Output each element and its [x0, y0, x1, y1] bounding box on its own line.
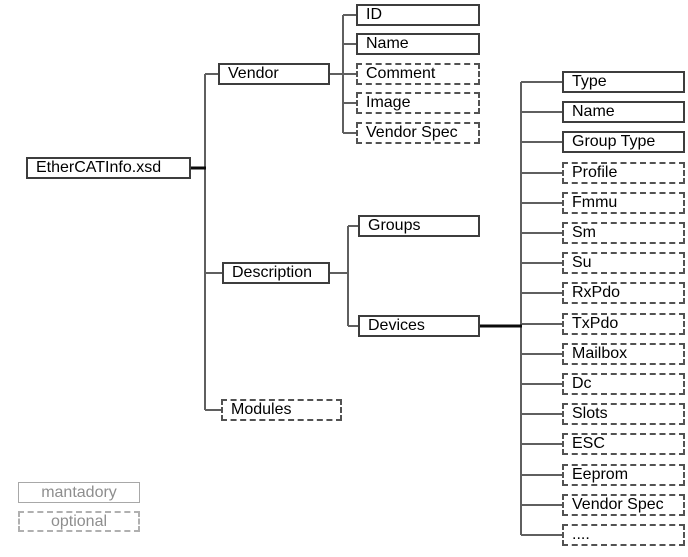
- legend-mandatory: mantadory: [18, 482, 140, 503]
- node-dev-sm: Sm: [562, 222, 685, 244]
- node-dev-vendor-spec: Vendor Spec: [562, 494, 685, 516]
- node-vendor-spec: Vendor Spec: [356, 122, 480, 144]
- node-dev-su: Su: [562, 252, 685, 274]
- node-description-label: Description: [232, 264, 313, 281]
- node-dev-type-label: Type: [572, 73, 607, 90]
- node-dev-su-label: Su: [572, 254, 592, 271]
- node-dev-slots-label: Slots: [572, 405, 608, 422]
- node-dev-fmmu: Fmmu: [562, 192, 685, 214]
- node-ethercatinfo-root: EtherCATInfo.xsd: [26, 157, 191, 179]
- node-image: Image: [356, 92, 480, 114]
- node-modules: Modules: [221, 399, 342, 421]
- node-dev-dc-label: Dc: [572, 375, 592, 392]
- node-dev-group-type: Group Type: [562, 131, 685, 153]
- node-dev-dc: Dc: [562, 373, 685, 395]
- node-dev-rxpdo-label: RxPdo: [572, 284, 621, 301]
- node-dev-name-label: Name: [572, 103, 615, 120]
- node-ethercatinfo-root-label: EtherCATInfo.xsd: [36, 159, 162, 176]
- node-devices: Devices: [358, 315, 480, 337]
- node-dev-vendor-spec-label: Vendor Spec: [572, 496, 664, 513]
- node-dev-ellipsis: ....: [562, 524, 685, 546]
- node-dev-eeprom: Eeprom: [562, 464, 685, 486]
- node-name: Name: [356, 33, 480, 55]
- node-dev-group-type-label: Group Type: [572, 133, 656, 150]
- node-description: Description: [222, 262, 330, 284]
- node-dev-mailbox-label: Mailbox: [572, 345, 628, 362]
- node-dev-eeprom-label: Eeprom: [572, 466, 629, 483]
- node-devices-label: Devices: [368, 317, 425, 334]
- node-name-label: Name: [366, 35, 409, 52]
- node-dev-profile-label: Profile: [572, 164, 618, 181]
- node-dev-mailbox: Mailbox: [562, 343, 685, 365]
- node-dev-txpdo: TxPdo: [562, 313, 685, 335]
- node-id: ID: [356, 4, 480, 26]
- node-dev-esc-label: ESC: [572, 435, 605, 452]
- node-comment-label: Comment: [366, 65, 436, 82]
- node-dev-esc: ESC: [562, 433, 685, 455]
- node-vendor: Vendor: [218, 63, 330, 85]
- legend-optional: optional: [18, 511, 140, 532]
- node-dev-type: Type: [562, 71, 685, 93]
- node-modules-label: Modules: [231, 401, 292, 418]
- node-comment: Comment: [356, 63, 480, 85]
- node-dev-slots: Slots: [562, 403, 685, 425]
- node-image-label: Image: [366, 94, 411, 111]
- node-dev-sm-label: Sm: [572, 224, 596, 241]
- node-groups-label: Groups: [368, 217, 421, 234]
- node-id-label: ID: [366, 6, 382, 23]
- node-vendor-label: Vendor: [228, 65, 279, 82]
- legend-mandatory-label: mantadory: [41, 483, 117, 501]
- node-dev-ellipsis-label: ....: [572, 526, 590, 543]
- node-groups: Groups: [358, 215, 480, 237]
- legend-optional-label: optional: [50, 512, 108, 530]
- node-vendor-spec-label: Vendor Spec: [366, 124, 458, 141]
- node-dev-profile: Profile: [562, 162, 685, 184]
- node-dev-fmmu-label: Fmmu: [572, 194, 618, 211]
- node-dev-name: Name: [562, 101, 685, 123]
- node-dev-rxpdo: RxPdo: [562, 282, 685, 304]
- node-dev-txpdo-label: TxPdo: [572, 315, 619, 332]
